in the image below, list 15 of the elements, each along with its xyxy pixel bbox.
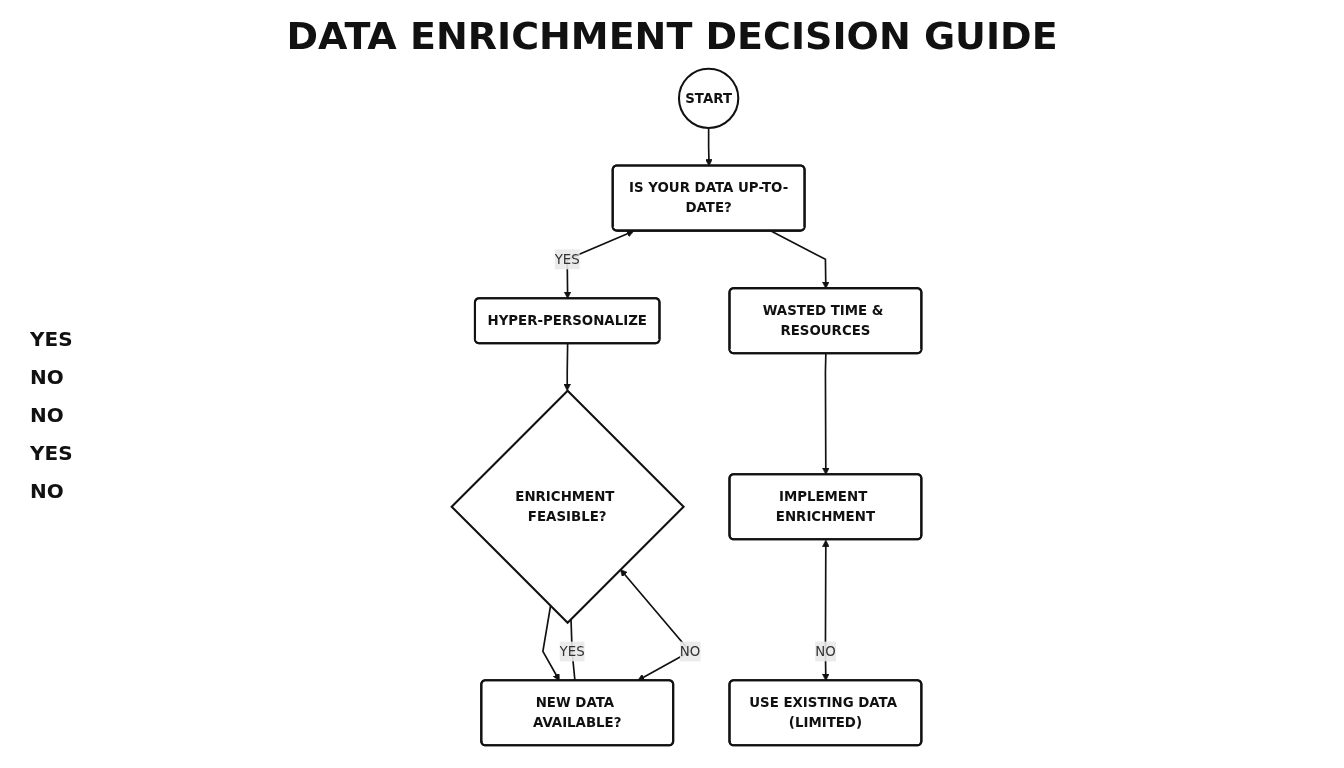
edge-label: NO bbox=[815, 643, 837, 659]
branch-label: YES bbox=[30, 441, 74, 465]
arrow bbox=[542, 605, 561, 681]
title: DATA ENRICHMENT DECISION GUIDE bbox=[286, 14, 1058, 58]
arrow bbox=[822, 539, 830, 681]
node-diamond: ENRICHMENT FEASIBLE? bbox=[450, 389, 686, 625]
edge-label: YES bbox=[560, 643, 586, 659]
branch-label: NO bbox=[30, 365, 65, 389]
arrow bbox=[770, 230, 830, 289]
edge-label: NO bbox=[680, 643, 701, 659]
branch-label: NO bbox=[30, 479, 65, 503]
edge-label: YES bbox=[555, 251, 581, 267]
node-circle: START bbox=[678, 67, 740, 130]
branch-label: NO bbox=[30, 403, 65, 427]
branch-label: YES bbox=[30, 327, 74, 351]
